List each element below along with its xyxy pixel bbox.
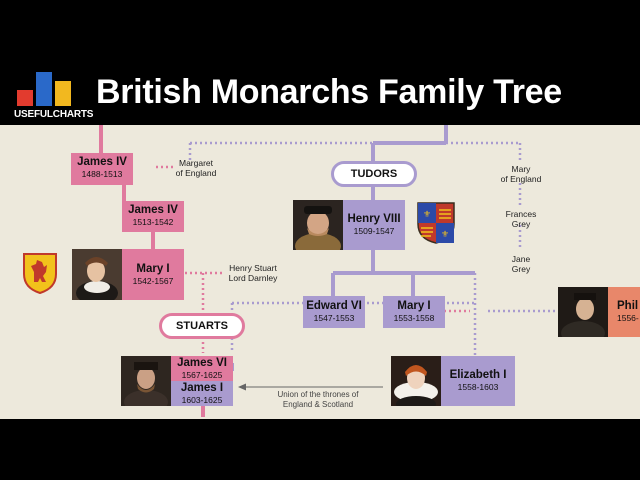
family-tree-canvas: James IV 1488-1513 Margaret of England J… — [0, 125, 640, 419]
monarch-mary-i-tudor[interactable]: Mary I 1553-1558 — [383, 296, 445, 328]
relative-name: Jane — [511, 254, 531, 264]
monarch-name: Elizabeth I — [449, 369, 507, 381]
relative-mary-of-england: Mary of England — [496, 164, 546, 184]
relative-name: Mary — [511, 164, 531, 174]
monarch-years: 1513-1542 — [132, 217, 174, 227]
relative-margaret: Margaret of England — [170, 158, 222, 178]
monarch-name: Phil — [617, 300, 639, 312]
relative-henry-stuart: Henry Stuart Lord Darnley — [220, 263, 286, 283]
monarch-years: 1556- — [617, 313, 639, 323]
monarch-james-vi[interactable]: James VI 1567-1625 — [171, 356, 233, 381]
logo-blue-bar — [36, 72, 52, 106]
monarch-name: James IV — [77, 156, 127, 168]
scottish-lion-shield-icon — [23, 253, 57, 294]
monarch-name: Mary I — [397, 300, 431, 312]
monarch-years: 1488-1513 — [81, 169, 123, 179]
relative-name: Henry Stuart — [229, 263, 277, 273]
monarch-years: 1603-1625 — [181, 395, 223, 405]
usefulcharts-logo: USEFULCHARTS — [14, 72, 94, 120]
monarch-james-iv[interactable]: James IV 1488-1513 — [71, 153, 133, 185]
page-title: British Monarchs Family Tree — [96, 73, 562, 111]
monarch-elizabeth-i[interactable]: Elizabeth I 1558-1603 — [441, 356, 515, 406]
relative-subtitle: Grey — [511, 264, 531, 274]
monarch-name: Mary I — [136, 263, 170, 275]
svg-text:⚜: ⚜ — [441, 230, 449, 240]
relative-name: Margaret — [178, 158, 213, 168]
monarch-name: Henry VIII — [347, 213, 401, 225]
logo-yellow-bar — [55, 81, 71, 106]
monarch-name: James I — [180, 382, 224, 394]
monarch-james-i[interactable]: James I 1603-1625 — [171, 381, 233, 406]
house-stuarts-label[interactable]: STUARTS — [159, 313, 245, 339]
relative-jane-grey: Jane Grey — [496, 254, 546, 274]
svg-text:⚜: ⚜ — [423, 210, 431, 220]
royal-arms-shield-icon: ⚜ ⚜ — [417, 202, 455, 244]
monarch-years: 1547-1553 — [313, 313, 355, 323]
portrait-henry-viii — [293, 200, 343, 250]
monarch-years: 1509-1547 — [353, 226, 395, 236]
portrait-elizabeth-i — [391, 356, 441, 406]
union-annotation: Union of the thrones of England & Scotla… — [262, 390, 374, 409]
house-tudors-label[interactable]: TUDORS — [331, 161, 417, 187]
monarch-name: Edward VI — [306, 300, 362, 312]
union-line-2: England & Scotland — [282, 399, 354, 409]
monarch-mary-queen-of-scots[interactable]: Mary I 1542-1567 — [122, 249, 184, 300]
monarch-years: 1553-1558 — [393, 313, 435, 323]
relative-frances-grey: Frances Grey — [496, 209, 546, 229]
relative-subtitle: Grey — [511, 219, 531, 229]
monarch-edward-vi[interactable]: Edward VI 1547-1553 — [303, 296, 365, 328]
logo-red-bar — [17, 90, 33, 106]
monarch-philip[interactable]: Phil 1556- — [608, 287, 640, 337]
relative-name: Frances — [505, 209, 537, 219]
monarch-name: James VI — [177, 357, 227, 369]
union-line-1: Union of the thrones of — [277, 390, 359, 399]
monarch-henry-viii[interactable]: Henry VIII 1509-1547 — [343, 200, 405, 250]
logo-text: USEFULCHARTS — [14, 109, 94, 120]
monarch-name: James IV — [128, 204, 178, 216]
monarch-years: 1558-1603 — [457, 382, 499, 392]
relative-subtitle: of England — [175, 168, 217, 178]
union-arrow-head — [238, 383, 246, 391]
relative-subtitle: of England — [500, 174, 542, 184]
monarch-james-v[interactable]: James IV 1513-1542 — [122, 201, 184, 232]
portrait-james-vi — [121, 356, 171, 406]
relative-subtitle: Lord Darnley — [228, 273, 278, 283]
monarch-years: 1542-1567 — [132, 276, 174, 286]
header-bar: USEFULCHARTS British Monarchs Family Tre… — [0, 63, 640, 125]
monarch-years: 1567-1625 — [181, 370, 223, 380]
portrait-philip — [558, 287, 608, 337]
portrait-mary-queen-of-scots — [72, 249, 122, 300]
